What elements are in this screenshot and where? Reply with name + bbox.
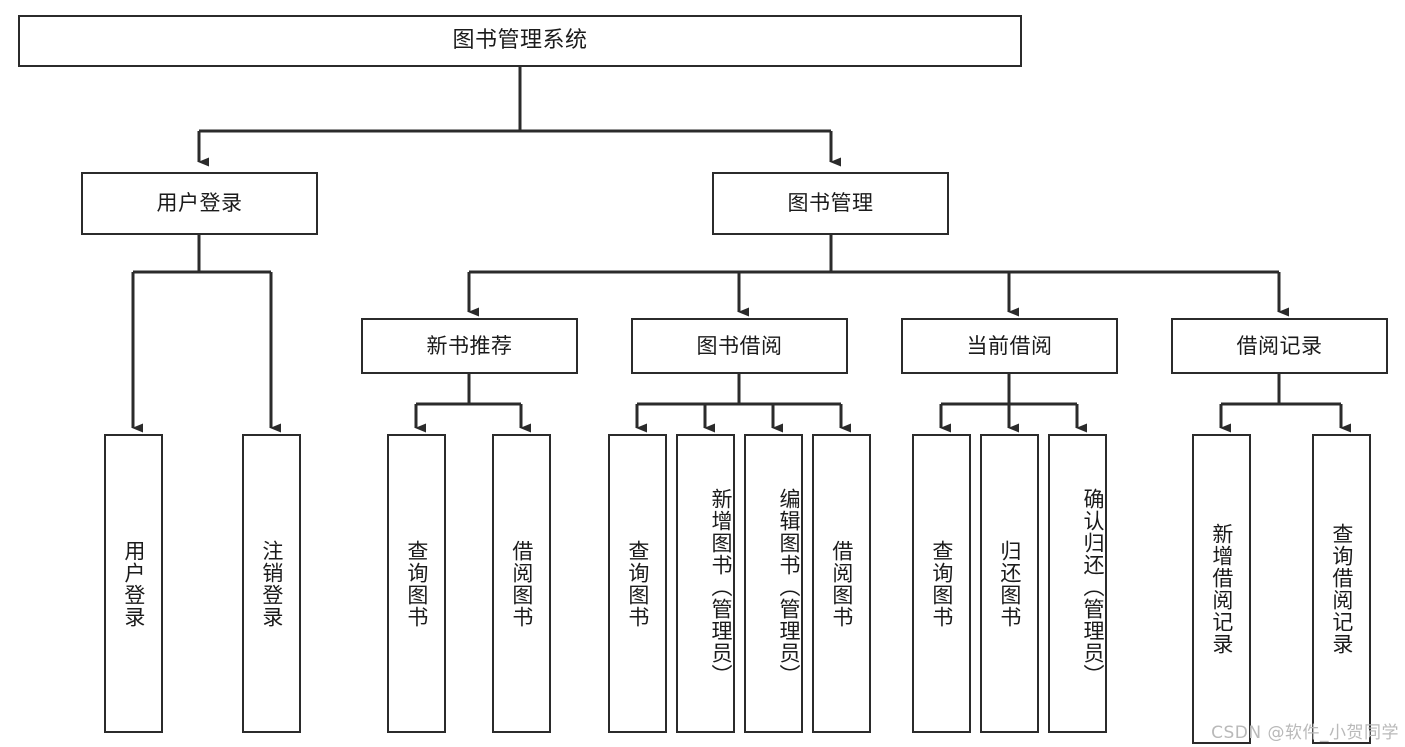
leaf-record-add-record[interactable]: 新增借阅记录 xyxy=(1192,434,1251,744)
leaf-borrow-borrow-book[interactable]: 借阅图书 xyxy=(812,434,871,733)
node-borrow-record[interactable]: 借阅记录 xyxy=(1171,318,1388,374)
leaf-current-return-book[interactable]: 归还图书 xyxy=(980,434,1039,733)
leaf-borrow-edit-book-admin[interactable]: 编辑图书（管理员） xyxy=(744,434,803,733)
node-user-login[interactable]: 用户登录 xyxy=(81,172,318,235)
leaf-current-confirm-return-admin[interactable]: 确认归还（管理员） xyxy=(1048,434,1107,733)
leaf-new-book-borrow[interactable]: 借阅图书 xyxy=(492,434,551,733)
leaf-user-login-signout[interactable]: 注销登录 xyxy=(242,434,301,733)
node-current-borrow[interactable]: 当前借阅 xyxy=(901,318,1118,374)
leaf-borrow-add-book-admin[interactable]: 新增图书（管理员） xyxy=(676,434,735,733)
leaf-new-book-query[interactable]: 查询图书 xyxy=(387,434,446,733)
leaf-user-login-signin[interactable]: 用户登录 xyxy=(104,434,163,733)
node-root-system[interactable]: 图书管理系统 xyxy=(18,15,1022,67)
node-book-management[interactable]: 图书管理 xyxy=(712,172,949,235)
leaf-record-query-record[interactable]: 查询借阅记录 xyxy=(1312,434,1371,744)
csdn-watermark: CSDN @软件_小贺同学 xyxy=(1211,723,1399,743)
leaf-borrow-query-book[interactable]: 查询图书 xyxy=(608,434,667,733)
leaf-current-query-book[interactable]: 查询图书 xyxy=(912,434,971,733)
node-new-book-recommend[interactable]: 新书推荐 xyxy=(361,318,578,374)
node-book-borrow[interactable]: 图书借阅 xyxy=(631,318,848,374)
